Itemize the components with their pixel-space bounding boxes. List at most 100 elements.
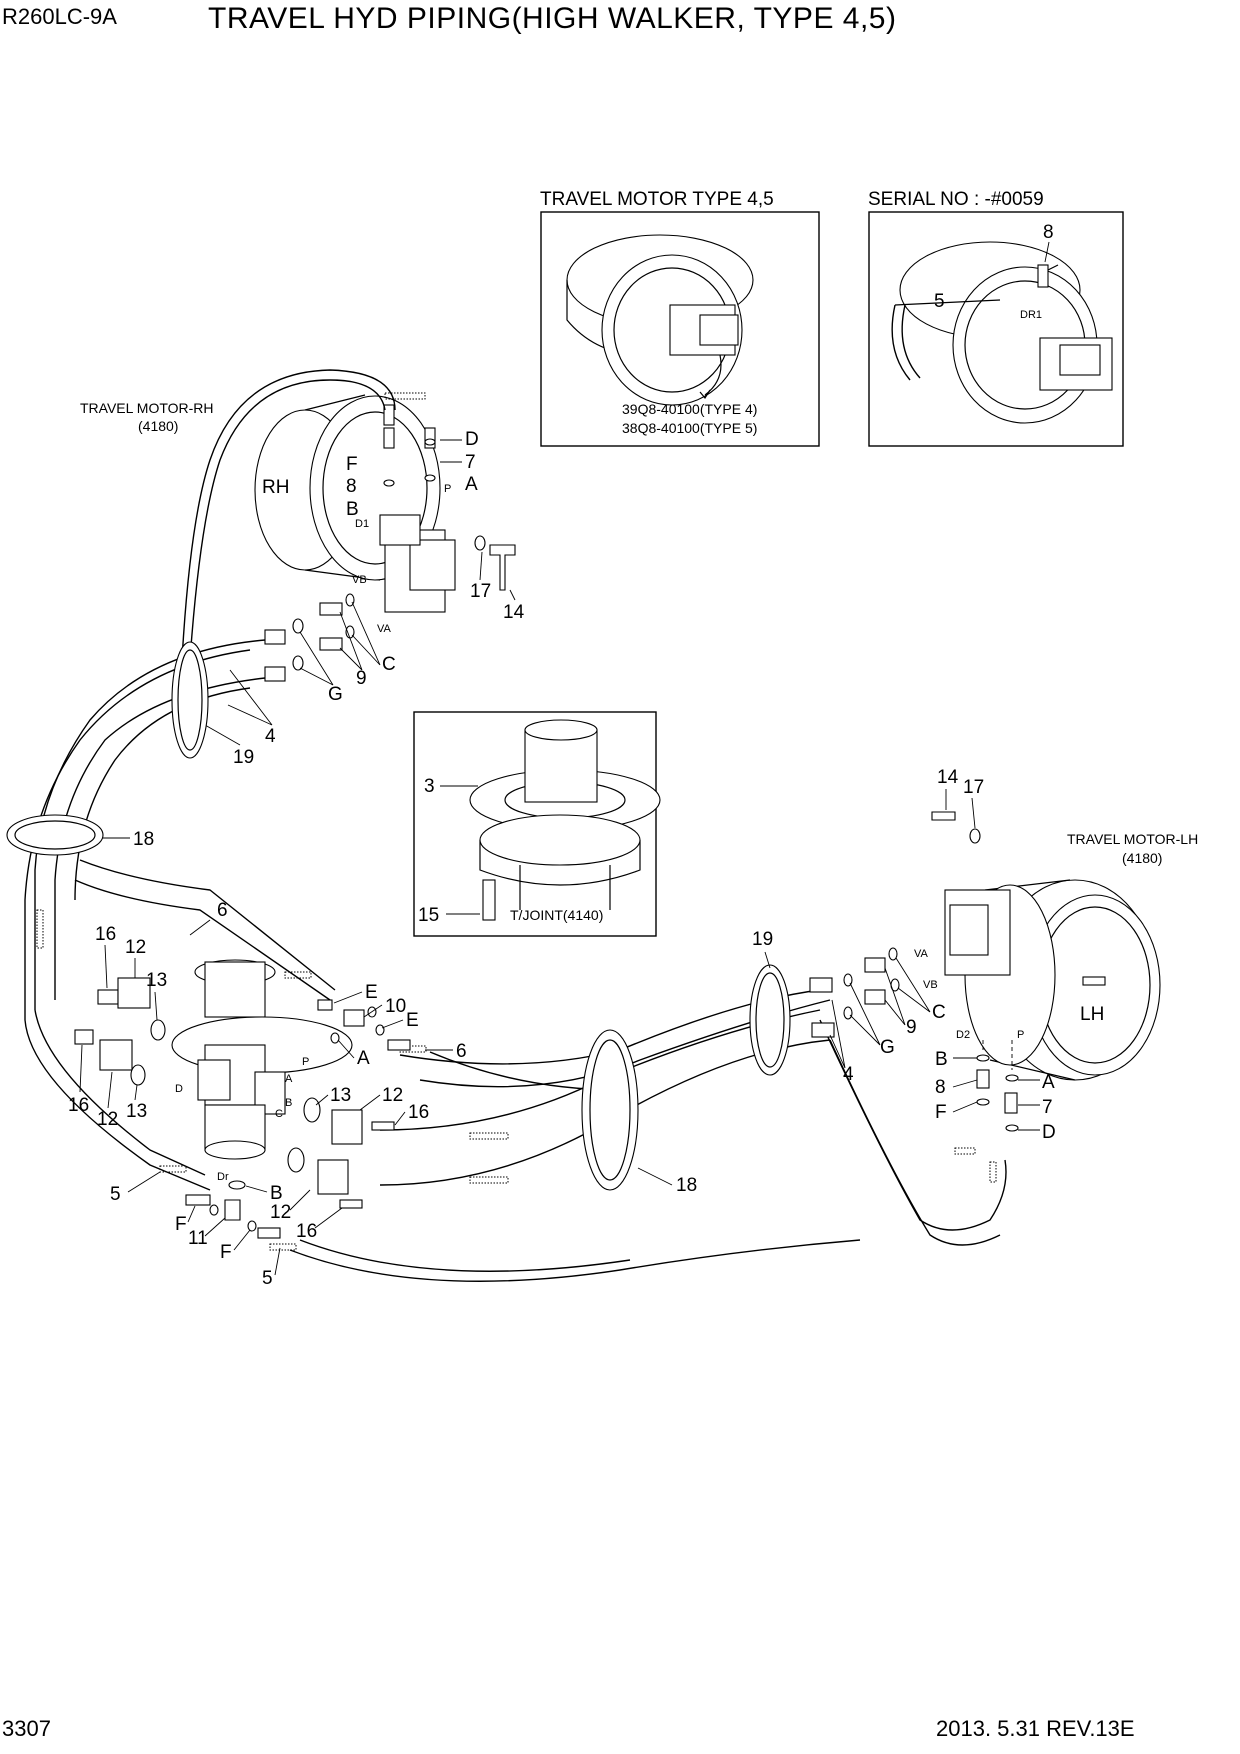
lh-callout-4: 4 xyxy=(843,1064,854,1085)
joint-callout-3: 3 xyxy=(424,776,435,797)
revision-date: 2013. 5.31 REV.13E xyxy=(936,1716,1135,1741)
page-title: TRAVEL HYD PIPING(HIGH WALKER, TYPE 4,5) xyxy=(208,2,897,35)
rh-port-d1: D1 xyxy=(355,518,369,530)
inset-motor-type-caption: TRAVEL MOTOR TYPE 4,5 xyxy=(540,189,774,210)
lh-callout-9: 9 xyxy=(906,1017,917,1038)
motor-type-drawing xyxy=(566,234,754,406)
model-code: R260LC-9A xyxy=(2,4,117,29)
joint-port-p: P xyxy=(302,1056,309,1068)
rh-callout-19: 19 xyxy=(233,747,254,768)
lh-side-label: LH xyxy=(1080,1004,1104,1025)
callout-10: 10 xyxy=(385,996,406,1017)
serial-callout-8: 8 xyxy=(1043,222,1054,243)
inset-serial-caption: SERIAL NO : -#0059 xyxy=(868,189,1044,210)
callout-18-left: 18 xyxy=(133,829,154,850)
callout-b-center: B xyxy=(270,1183,283,1204)
lh-callout-b: B xyxy=(935,1049,948,1070)
clamp-19-rh xyxy=(171,641,209,759)
rh-callout-4: 4 xyxy=(265,726,276,747)
callout-12-bottom: 12 xyxy=(270,1202,291,1223)
rh-callout-7: 7 xyxy=(465,452,476,473)
callout-18-center: 18 xyxy=(676,1175,697,1196)
callout-5-bottom: 5 xyxy=(262,1268,273,1289)
clamp-18-center xyxy=(581,1029,639,1191)
lh-callout-8: 8 xyxy=(935,1077,946,1098)
rh-callout-g: G xyxy=(328,684,343,705)
callout-13-upper: 13 xyxy=(146,970,167,991)
callout-13-right: 13 xyxy=(330,1085,351,1106)
rh-callout-9: 9 xyxy=(356,668,367,689)
lh-port-d2: D2 xyxy=(956,1029,970,1041)
joint-port-d: D xyxy=(175,1083,183,1095)
callout-12-right: 12 xyxy=(382,1085,403,1106)
callout-16-bottom: 16 xyxy=(296,1221,317,1242)
joint-port-a: A xyxy=(285,1073,293,1085)
rh-callout-a: A xyxy=(465,474,478,495)
lh-callout-f: F xyxy=(935,1102,947,1123)
callout-6-upper: 6 xyxy=(217,900,228,921)
callout-16-right: 16 xyxy=(408,1102,429,1123)
rh-port-va: VA xyxy=(377,623,392,635)
callout-12-lower-left: 12 xyxy=(97,1109,118,1130)
lh-port-va: VA xyxy=(914,948,929,960)
callout-f-right: F xyxy=(220,1242,232,1263)
rh-callout-b: B xyxy=(346,499,359,520)
joint-port-dr: Dr xyxy=(217,1171,229,1183)
rh-motor-code: (4180) xyxy=(138,418,178,434)
rh-callout-14: 14 xyxy=(503,602,525,623)
callout-f-left: F xyxy=(175,1214,187,1235)
inset-motor-type-frame xyxy=(540,211,820,447)
inset-motor-type: TRAVEL MOTOR TYPE 4,5 39Q8-40100(TYPE 4)… xyxy=(540,189,820,447)
center-fittings xyxy=(74,977,411,1239)
rh-callout-d: D xyxy=(465,429,479,450)
part-number-type4: 39Q8-40100(TYPE 4) xyxy=(622,401,757,417)
lh-motor-drawing xyxy=(944,879,1161,1081)
callout-6-lower: 6 xyxy=(456,1041,467,1062)
callout-5-left: 5 xyxy=(110,1184,121,1205)
callout-a-center: A xyxy=(357,1048,370,1069)
lh-callout-17: 17 xyxy=(963,777,984,798)
rh-motor-caption: TRAVEL MOTOR-RH xyxy=(80,400,214,416)
lh-callout-c: C xyxy=(932,1002,946,1023)
callout-13-lower-left: 13 xyxy=(126,1101,147,1122)
lh-callout-14: 14 xyxy=(937,767,959,788)
rh-callout-c: C xyxy=(382,654,396,675)
clamps xyxy=(6,641,791,1191)
clamp-19-lh xyxy=(749,964,791,1076)
serial-callout-5: 5 xyxy=(934,291,945,312)
hose-armor xyxy=(36,392,997,1251)
callout-16-lower-left: 16 xyxy=(68,1095,89,1116)
lh-port-p: P xyxy=(1017,1029,1024,1041)
callout-11: 11 xyxy=(188,1228,208,1249)
rh-callout-8: 8 xyxy=(346,476,357,497)
page-number: 3307 xyxy=(2,1716,51,1741)
swivel-joint-drawing xyxy=(171,959,353,1190)
part-number-type5: 38Q8-40100(TYPE 5) xyxy=(622,420,757,436)
lh-callout-a: A xyxy=(1042,1072,1055,1093)
rh-callout-17: 17 xyxy=(470,581,491,602)
serial-port-dr1: DR1 xyxy=(1020,309,1042,321)
lh-port-vb: VB xyxy=(923,979,938,991)
joint-drawing xyxy=(469,719,661,921)
rh-side-label: RH xyxy=(262,477,289,498)
joint-port-c: C xyxy=(275,1108,283,1120)
rh-port-p: P xyxy=(444,483,451,495)
callout-16-upper: 16 xyxy=(95,924,116,945)
lh-callout-d: D xyxy=(1042,1122,1056,1143)
lh-callout-g: G xyxy=(880,1037,895,1058)
joint-port-b: B xyxy=(285,1097,292,1109)
serial-motor-drawing xyxy=(891,241,1113,424)
lh-motor-code: (4180) xyxy=(1122,850,1162,866)
lh-callout-19: 19 xyxy=(752,929,773,950)
rh-port-vb: VB xyxy=(352,574,367,586)
rh-motor-drawing xyxy=(254,394,456,613)
inset-joint: 3 15 T/JOINT(4140) xyxy=(413,711,661,937)
inset-serial: SERIAL NO : -#0059 8 5 DR1 xyxy=(868,189,1124,447)
lh-motor-caption: TRAVEL MOTOR-LH xyxy=(1067,831,1198,847)
rh-callout-f: F xyxy=(346,454,358,475)
clamp-18-left xyxy=(6,814,104,856)
lh-callout-7: 7 xyxy=(1042,1097,1053,1118)
joint-caption: T/JOINT(4140) xyxy=(510,907,603,923)
